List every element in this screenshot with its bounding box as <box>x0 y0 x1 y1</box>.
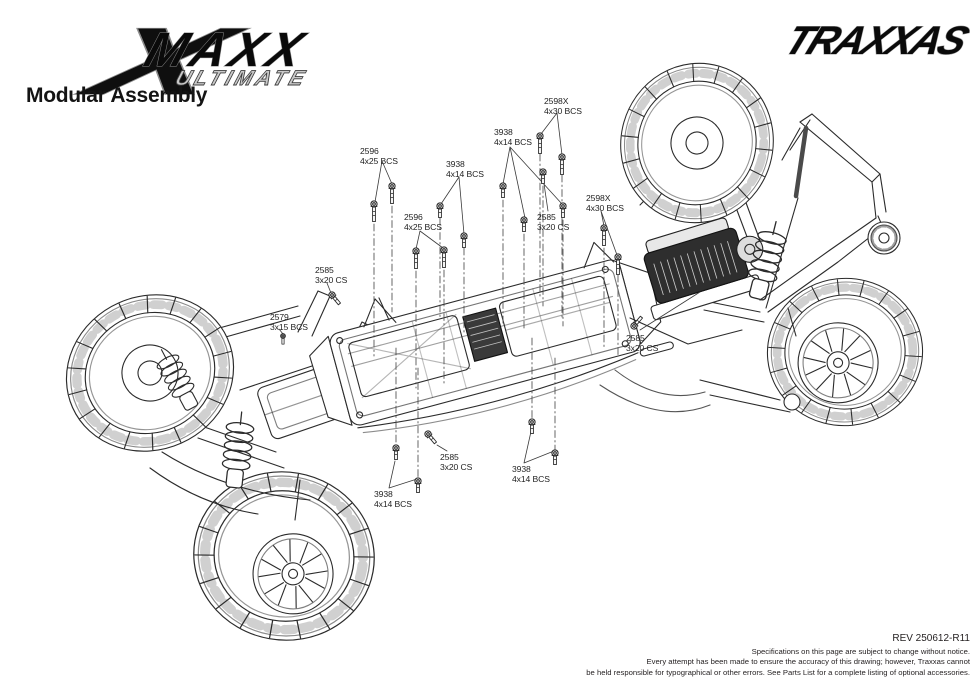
part-number: 3938 <box>494 127 513 137</box>
part-size: 4x25 BCS <box>360 156 398 167</box>
part-number: 2585 <box>537 212 556 222</box>
part-number: 2585 <box>440 452 459 462</box>
disclaimer-line: Specifications on this page are subject … <box>751 646 970 656</box>
brand-text: TRAXXAS <box>779 17 971 62</box>
part-size: 4x14 BCS <box>512 474 550 485</box>
part-number: 2585 <box>315 265 334 275</box>
part-number: 2598X <box>586 193 611 203</box>
part-size: 4x30 BCS <box>544 106 582 117</box>
part-size: 4x30 BCS <box>586 203 624 214</box>
part-number: 2598X <box>544 96 569 106</box>
part-number: 2579 <box>270 312 289 322</box>
rear-module-drawing <box>602 45 930 433</box>
page-title: Modular Assembly <box>26 84 208 107</box>
chassis-module-drawing <box>309 241 711 434</box>
leader-lines <box>278 112 701 489</box>
part-size: 3x20 CS <box>315 275 348 286</box>
part-number: 3938 <box>512 464 531 474</box>
xmaxx-logo: X MAXX ULTIMATE <box>64 7 316 106</box>
part-size: 4x14 BCS <box>494 137 532 148</box>
part-size: 3x15 BCS <box>270 322 308 333</box>
disclaimer-line: Every attempt has been made to ensure th… <box>646 657 970 667</box>
part-size: 3x20 CS <box>440 462 473 473</box>
logo-maxx-text: MAXX <box>139 23 315 77</box>
part-number: 3938 <box>446 159 465 169</box>
front-module-drawing <box>41 268 411 654</box>
disclaimer-line: be held responsible for typographical or… <box>586 667 970 677</box>
footer: REV 250612-R11 Specifications on this pa… <box>586 633 970 678</box>
traxxas-logo: TRAXXAS <box>778 17 971 63</box>
part-number: 2596 <box>404 212 423 222</box>
revision-number: REV 250612-R11 <box>892 632 970 644</box>
motor-drawing <box>643 217 764 321</box>
part-number: 2585 <box>626 333 645 343</box>
part-size: 4x14 BCS <box>446 169 484 180</box>
part-size: 4x25 BCS <box>404 222 442 233</box>
part-size: 3x20 CS <box>626 343 659 354</box>
part-number: 3938 <box>374 489 393 499</box>
wheelie-bar-drawing <box>759 113 901 313</box>
logo-ultimate-text: ULTIMATE <box>172 66 311 89</box>
part-size: 4x14 BCS <box>374 499 412 510</box>
part-size: 3x20 CS <box>537 222 570 233</box>
part-number: 2596 <box>360 146 379 156</box>
alignment-axes <box>373 153 619 480</box>
